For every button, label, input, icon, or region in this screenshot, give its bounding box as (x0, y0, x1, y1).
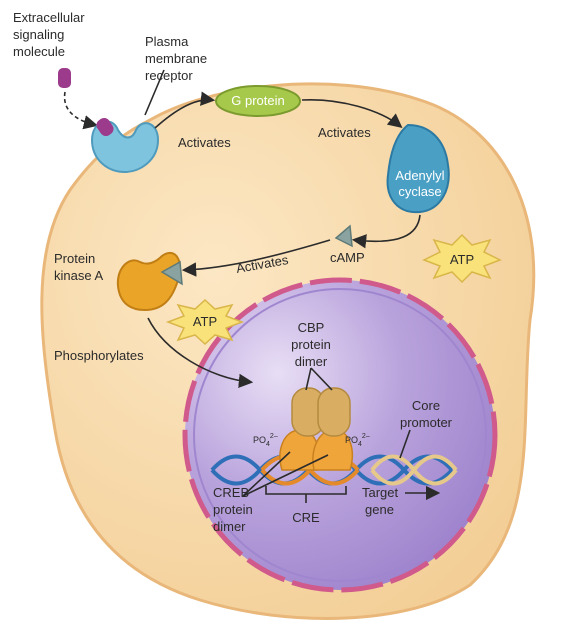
receptor-label-line3: receptor (145, 68, 193, 83)
arrow-receptor-to-g-protein (154, 91, 216, 129)
pka-label-line2: kinase A (54, 268, 103, 283)
protein-kinase-a (117, 252, 183, 312)
signal-label-line3: molecule (13, 44, 65, 59)
receptor-label-line2: membrane (145, 51, 207, 66)
cbp-label-line2: protein (291, 337, 331, 352)
atp-label-1: ATP (450, 252, 474, 267)
creb-label-line2: protein (213, 502, 253, 517)
g-protein (215, 85, 301, 117)
cbp-label-line1: CBP (298, 320, 325, 335)
activates-label-2: Activates (318, 125, 371, 140)
atp-star-1 (422, 233, 502, 284)
camp-label: cAMP (330, 250, 365, 265)
arrow-camp-to-pka (181, 239, 331, 277)
activates-label-1: Activates (178, 135, 231, 150)
cbp-protein-dimer (291, 387, 351, 437)
adenylyl-cyclase-label-line1: Adenylyl (395, 168, 444, 183)
po4-label-right: PO42– (345, 433, 370, 448)
target-gene-label-line2: gene (365, 502, 394, 517)
pka-label-line1: Protein (54, 251, 95, 266)
cbp-label-line3: dimer (295, 354, 328, 369)
target-gene-label-line1: Target (362, 485, 399, 500)
core-promoter-label-line1: Core (412, 398, 440, 413)
arrow-pka-to-nucleus (147, 317, 254, 389)
signal-molecule (58, 68, 99, 130)
plasma-membrane-receptor (90, 117, 160, 174)
cre-label: CRE (292, 510, 320, 525)
adenylyl-cyclase (386, 123, 450, 214)
signal-label-line2: signaling (13, 27, 64, 42)
atp-label-2: ATP (193, 314, 217, 329)
signal-label-line1: Extracellular (13, 10, 85, 25)
arrow-g-protein-to-cyclase (301, 98, 403, 128)
adenylyl-cyclase-label-line2: cyclase (398, 184, 441, 199)
creb-label-line1: CREB (213, 485, 249, 500)
arrow-cyclase-to-camp (351, 214, 421, 249)
camp-molecule (334, 224, 353, 248)
po4-label-left: PO42– (253, 433, 278, 448)
receptor-label-line1: Plasma (145, 34, 189, 49)
phosphorylates-label: Phosphorylates (54, 348, 144, 363)
atp-star-2 (165, 298, 245, 346)
g-protein-label: G protein (231, 93, 284, 108)
creb-label-line3: dimer (213, 519, 246, 534)
core-promoter-label-line2: promoter (400, 415, 453, 430)
